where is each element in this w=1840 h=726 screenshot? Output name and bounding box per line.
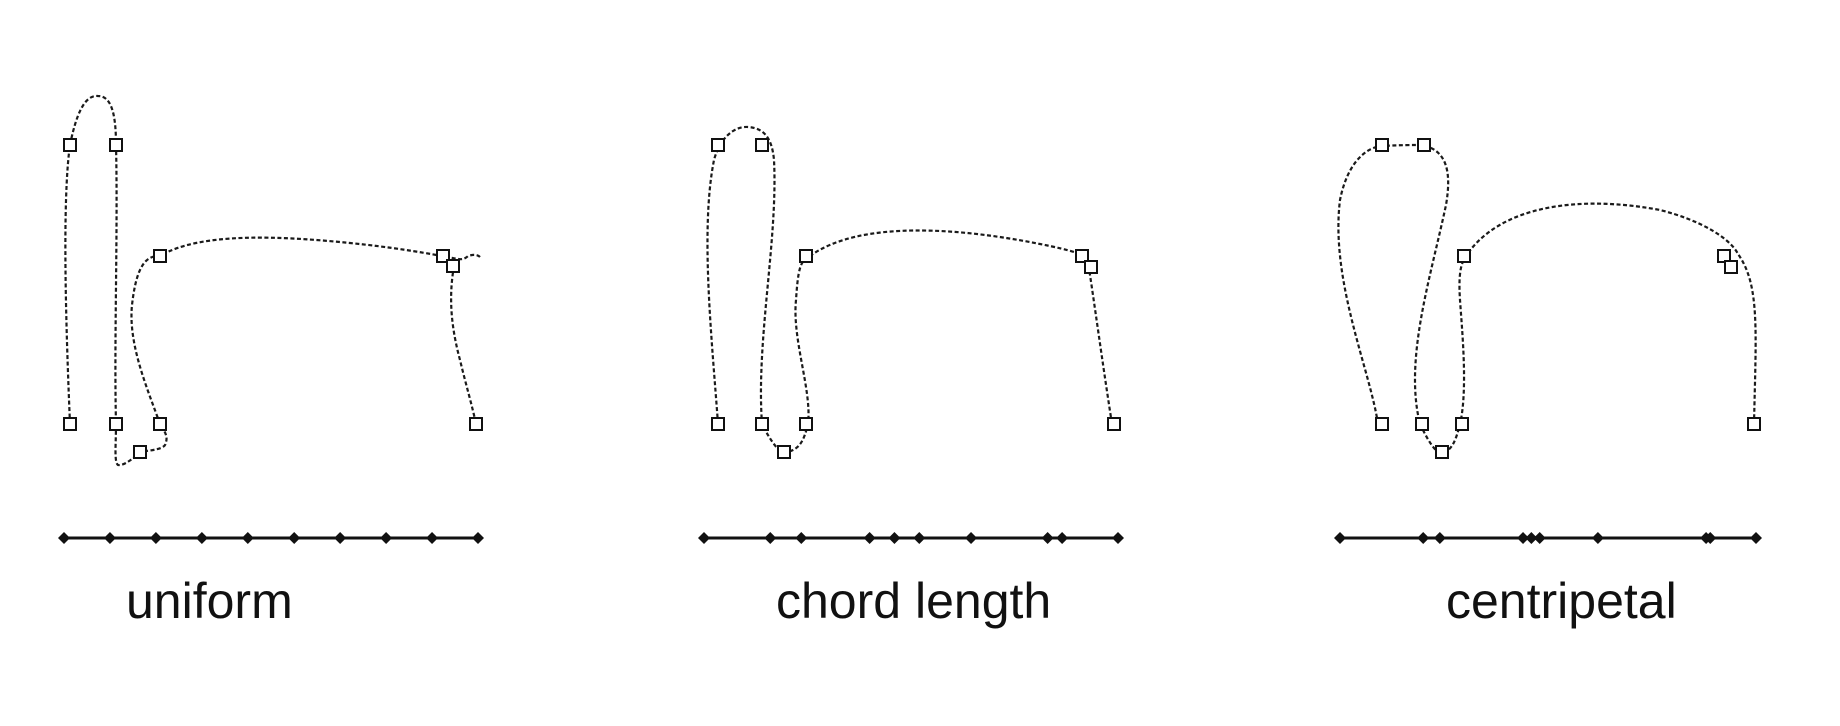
knot-mark [698,532,710,544]
control-point [1075,249,1089,263]
knot-mark [472,532,484,544]
knot-mark [1591,532,1604,544]
knot-mark [1056,532,1069,544]
knot-mark [1334,532,1346,544]
panel-uniform [58,94,484,544]
knot-mark [965,532,978,544]
control-point [63,417,77,431]
control-point [1417,138,1431,152]
control-point [1457,249,1471,263]
control-point [711,138,725,152]
control-point [469,417,483,431]
knot-mark [1704,532,1717,544]
knot-marks-chord-length [698,532,1124,544]
knot-mark [913,532,926,544]
knot-mark [764,532,777,544]
knot-mark [1533,532,1546,544]
interpolating-curve-uniform [64,94,481,467]
control-point [109,138,123,152]
knot-mark [103,532,116,544]
control-point [63,138,77,152]
knot-mark [1433,532,1446,544]
control-point [153,249,167,263]
panel-chord-length [698,125,1124,544]
control-point [109,417,123,431]
panel-label-uniform: uniform [126,573,293,629]
control-point [133,445,147,459]
control-point [1375,417,1389,431]
knot-mark [1525,532,1538,544]
control-point [1747,417,1761,431]
panel-label-centripetal: centripetal [1446,573,1677,629]
control-point [1415,417,1429,431]
knot-marks-uniform [58,532,484,544]
knot-mark [1517,532,1530,544]
control-point [1724,260,1738,274]
control-point [1375,138,1389,152]
knot-mark [241,532,254,544]
control-points-uniform [63,138,483,459]
knot-mark [795,532,808,544]
interpolating-curve-chord-length [706,125,1114,454]
knot-mark [380,532,393,544]
control-point [755,138,769,152]
control-point [1084,260,1098,274]
control-point [1435,445,1449,459]
control-point [777,445,791,459]
knot-mark [1750,532,1762,544]
knot-mark [58,532,70,544]
knot-mark [288,532,301,544]
control-point [1455,417,1469,431]
knot-mark [1112,532,1124,544]
knot-mark [863,532,876,544]
control-point [799,249,813,263]
knot-mark [149,532,162,544]
control-point [711,417,725,431]
knot-mark [334,532,347,544]
control-point [1107,417,1121,431]
knot-mark [1417,532,1430,544]
control-point [755,417,769,431]
knot-mark [1041,532,1054,544]
control-points-chord-length [711,138,1121,459]
panel-centripetal [1334,138,1762,544]
control-point [446,259,460,273]
knot-marks-centripetal [1334,532,1762,544]
knot-mark [888,532,901,544]
knot-mark [195,532,208,544]
panel-label-chord-length: chord length [776,573,1052,629]
control-point [799,417,813,431]
control-point [153,417,167,431]
knot-mark [426,532,439,544]
control-points-centripetal [1375,138,1761,459]
interpolating-curve-centripetal [1337,143,1757,454]
